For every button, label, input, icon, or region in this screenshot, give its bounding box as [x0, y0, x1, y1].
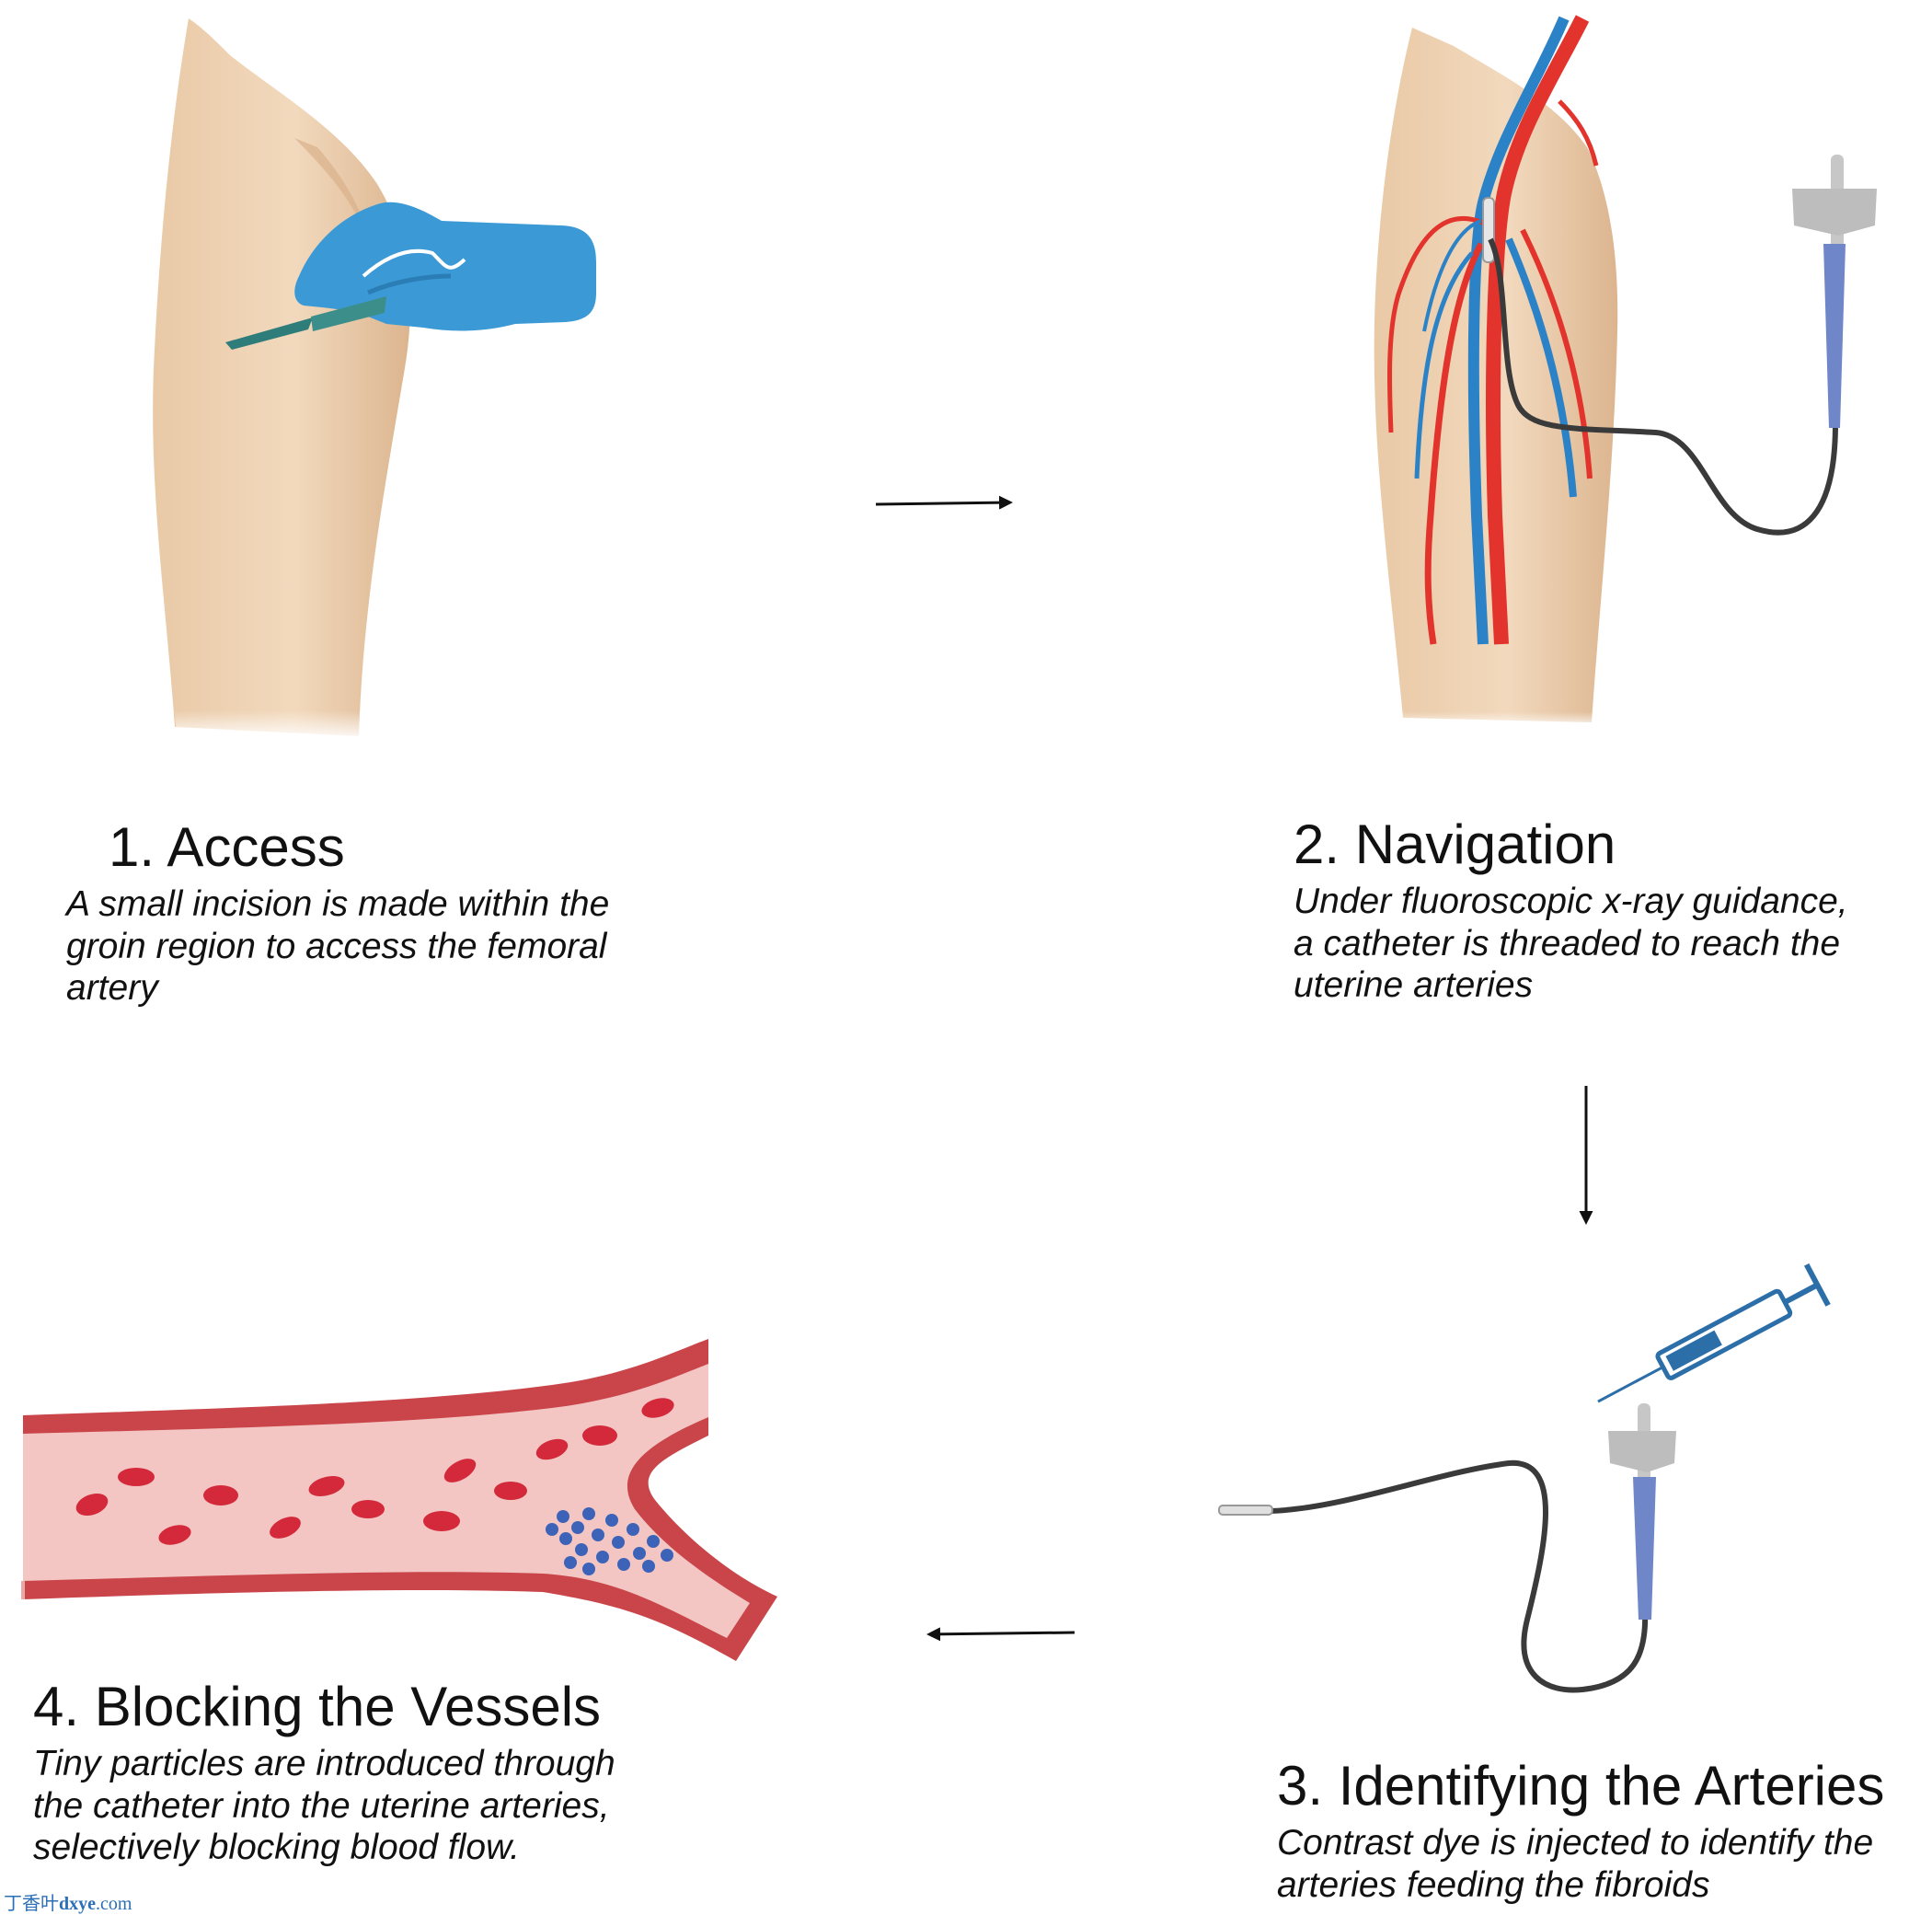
embolic-particles-icon — [546, 1507, 673, 1575]
catheter-icon-2 — [1218, 1403, 1676, 1693]
step-1-description: A small incision is made within the groi… — [66, 884, 610, 1009]
thigh-illustration — [153, 18, 410, 741]
step-3-title: 3. Identifying the Arteries — [1277, 1755, 1885, 1817]
step-4-description: Tiny particles are introduced through th… — [33, 1744, 615, 1868]
step-3-description: Contrast dye is injected to identify the… — [1277, 1823, 1874, 1905]
step-4-title: 4. Blocking the Vessels — [33, 1676, 602, 1737]
step-2: 2. Navigation Under fluoroscopic x-ray g… — [1294, 814, 1873, 1007]
leg-vessels-illustration — [1374, 15, 1618, 729]
arrow-left-icon — [926, 1627, 1075, 1642]
step-2-description: Under fluoroscopic x-ray guidance, a cat… — [1294, 882, 1848, 1006]
red-blood-cells — [75, 1398, 674, 1545]
catheter-icon — [1488, 155, 1877, 536]
gloved-hand-icon — [294, 202, 596, 331]
blood-vessel-illustration — [21, 1339, 777, 1661]
watermark-site: dxye — [59, 1894, 96, 1914]
step-3: 3. Identifying the Arteries Contrast dye… — [1277, 1756, 1912, 1906]
arrow-right-icon — [875, 495, 1013, 510]
syringe-icon — [1597, 1263, 1831, 1403]
watermark-cn: 丁香叶 — [4, 1894, 59, 1914]
watermark: 丁香叶dxye.com — [4, 1888, 132, 1915]
watermark-tld: .com — [96, 1894, 132, 1914]
step-4: 4. Blocking the Vessels Tiny particles a… — [33, 1677, 640, 1869]
scalpel-icon — [225, 296, 386, 350]
step-1: 1. Access A small incision is made withi… — [66, 817, 637, 1009]
step-1-title: 1. Access — [109, 816, 345, 878]
step-2-title: 2. Navigation — [1294, 813, 1616, 875]
